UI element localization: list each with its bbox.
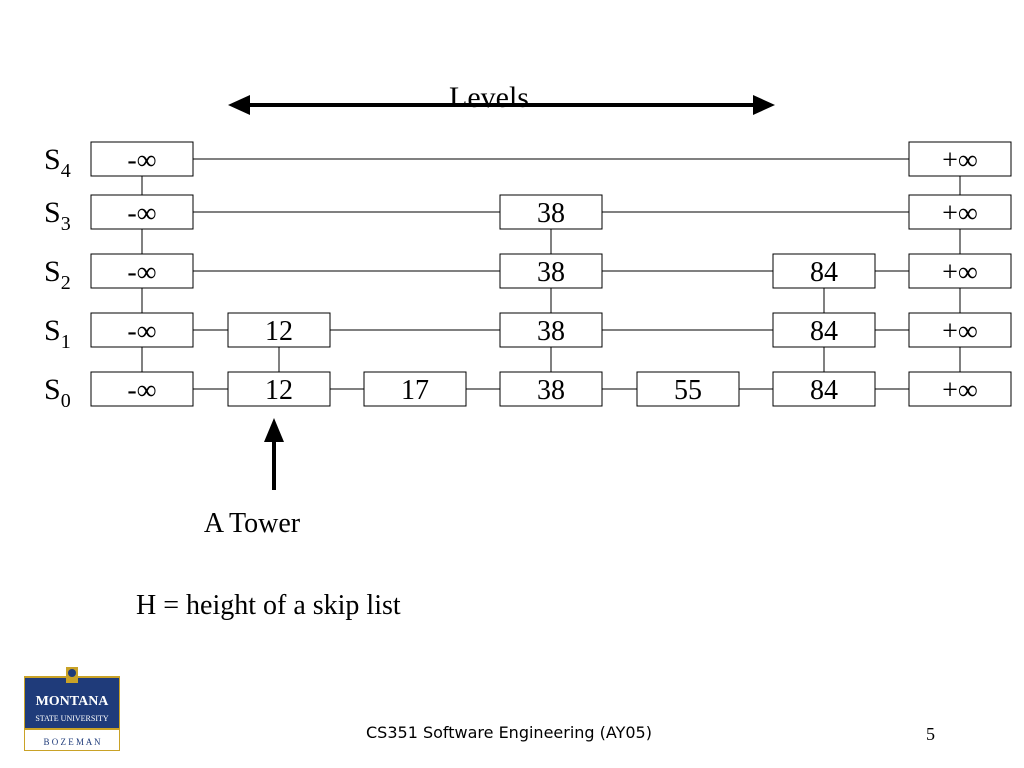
footer-course: CS351 Software Engineering (AY05) [366, 723, 652, 742]
level-label: S3 [44, 196, 71, 235]
skip-node-box [227, 312, 331, 348]
skip-node-box [772, 371, 876, 407]
skip-node-box [499, 194, 603, 230]
logo-line2: STATE UNIVERSITY [35, 714, 109, 723]
msu-logo: MONTANA STATE UNIVERSITY B O Z E M A N [24, 667, 120, 751]
level-subscript: 3 [61, 213, 71, 235]
level-subscript: 1 [61, 331, 71, 353]
level-label: S4 [44, 143, 71, 182]
skip-node-value: -∞ [127, 198, 156, 229]
skip-node-box [772, 253, 876, 289]
skip-node-box [90, 141, 194, 177]
level-label: S0 [44, 373, 71, 412]
skip-node-value: 38 [537, 316, 565, 347]
skip-node-value: +∞ [942, 198, 978, 229]
level-subscript: 4 [61, 160, 71, 182]
skip-node-box [90, 194, 194, 230]
skip-node-box [772, 312, 876, 348]
skip-node-box [499, 371, 603, 407]
tower-arrow [264, 418, 284, 490]
skip-node-box [908, 194, 1012, 230]
skip-node-value: -∞ [127, 375, 156, 406]
skip-node-value: 38 [537, 198, 565, 229]
levels-arrow [228, 95, 775, 115]
page-number: 5 [926, 724, 935, 744]
logo-line1: MONTANA [36, 694, 110, 709]
skip-node-value: +∞ [942, 316, 978, 347]
skip-node-value: 84 [810, 257, 838, 288]
tower-label: A Tower [204, 508, 301, 539]
skip-node-box [908, 253, 1012, 289]
skip-node-box [90, 253, 194, 289]
skip-node-value: 12 [265, 375, 293, 406]
skip-node-value: 38 [537, 257, 565, 288]
skip-node-box [908, 312, 1012, 348]
skip-node-value: +∞ [942, 145, 978, 176]
skip-node-value: 17 [401, 375, 429, 406]
level-subscript: 2 [61, 272, 71, 294]
skip-node-value: +∞ [942, 375, 978, 406]
logo-line3: B O Z E M A N [43, 737, 101, 747]
level-label: S1 [44, 314, 71, 353]
skip-node-box [363, 371, 467, 407]
skip-node-value: 38 [537, 375, 565, 406]
level-label: S2 [44, 255, 71, 294]
skip-node-box [227, 371, 331, 407]
skip-node-value: -∞ [127, 316, 156, 347]
skip-node-value: -∞ [127, 145, 156, 176]
skip-node-value: 12 [265, 316, 293, 347]
skip-node-value: 84 [810, 375, 838, 406]
skip-node-value: 55 [674, 375, 702, 406]
skip-node-value: -∞ [127, 257, 156, 288]
skip-node-box [636, 371, 740, 407]
level-subscript: 0 [61, 390, 71, 412]
skip-node-value: 84 [810, 316, 838, 347]
height-note: H = height of a skip list [136, 590, 401, 621]
levels-title: Levels [449, 81, 529, 114]
skip-node-value: +∞ [942, 257, 978, 288]
